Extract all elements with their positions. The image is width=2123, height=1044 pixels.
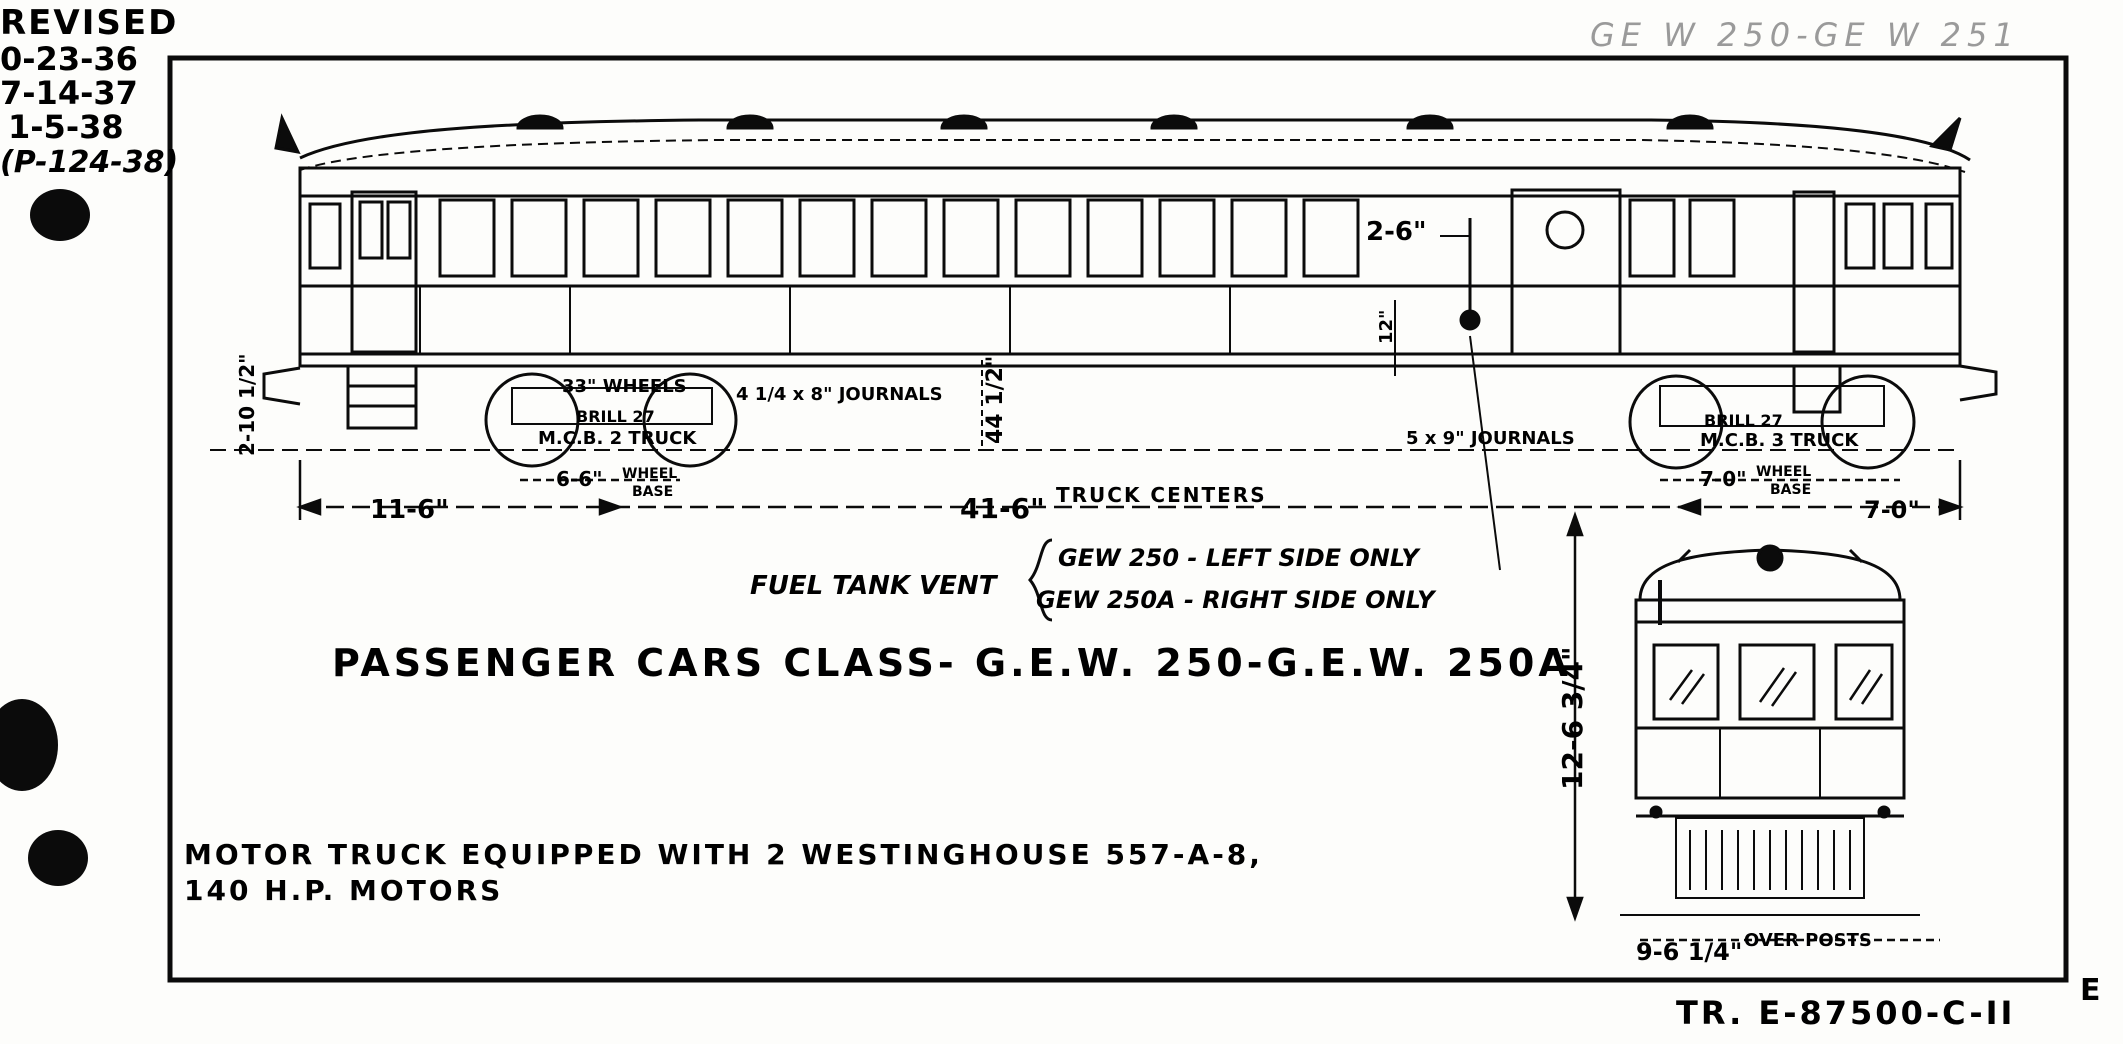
fuel-tank-vent-line-2: GEW 250A - RIGHT SIDE ONLY <box>1036 586 1437 614</box>
revision-date-1: 0-23-36 <box>0 40 138 78</box>
end-elevation-drawing <box>1620 544 1920 916</box>
dim-right-end: 7-0" <box>1864 496 1920 524</box>
wheel-base-left-2: BASE <box>632 484 673 500</box>
journals-right: 5 x 9" JOURNALS <box>1406 428 1575 449</box>
truck-right-line-2: M.C.B. 3 TRUCK <box>1700 430 1859 451</box>
fuel-tank-vent-label: FUEL TANK VENT <box>750 571 999 601</box>
end-width-label: OVER POSTS <box>1744 930 1872 951</box>
fuel-vent-brace <box>1028 538 1053 622</box>
wheel-base-left-1: WHEEL <box>622 466 677 482</box>
drawing-number: TR. E-87500-C-II <box>1676 994 2015 1032</box>
dim-small: 12" <box>1376 310 1397 344</box>
wheel-base-right-2: BASE <box>1770 482 1811 498</box>
drawing-border <box>167 55 2069 983</box>
dim-wheelbase-right: 7-0" <box>1700 467 1747 491</box>
truck-left-line-1: BRILL 27 <box>576 407 655 426</box>
drawing-title: PASSENGER CARS CLASS- G.E.W. 250-G.E.W. … <box>332 641 1572 685</box>
dim-end-overhang: 11-6" <box>370 495 449 525</box>
fuel-tank-vent-line-1: GEW 250 - LEFT SIDE ONLY <box>1058 544 1421 572</box>
side-dimension-lines <box>296 460 1964 942</box>
end-height-dim: 12-6 3/4" <box>1556 646 1589 790</box>
revision-date-4: (P-124-38) <box>0 145 178 180</box>
motor-note-line-1: MOTOR TRUCK EQUIPPED WITH 2 WESTINGHOUSE… <box>184 838 1263 871</box>
revision-date-3: 1-5-38 <box>8 108 124 146</box>
journals-left: 4 1/4 x 8" JOURNALS <box>736 384 943 405</box>
corner-letter: E <box>2080 973 2101 1008</box>
dim-coupler-height: 2-10 1/2" <box>235 353 259 456</box>
dim-wheelbase-left: 6-6" <box>556 467 603 491</box>
side-elevation-drawing <box>210 113 1998 571</box>
header-stamp: GE W 250-GE W 251 <box>1590 16 2020 54</box>
truck-right-line-1: BRILL 27 <box>1704 411 1783 430</box>
motor-note-line-2: 140 H.P. MOTORS <box>184 874 503 907</box>
dim-door-width: 2-6" <box>1366 217 1427 247</box>
dim-floor-height: 44 1/2" <box>983 356 1008 444</box>
truck-left-line-2: M.C.B. 2 TRUCK <box>538 428 697 449</box>
truck-centers-label: TRUCK CENTERS <box>1056 483 1267 507</box>
wheel-base-right-1: WHEEL <box>1756 464 1811 480</box>
revision-heading: REVISED <box>0 3 178 43</box>
punch-holes <box>0 189 90 886</box>
dim-truck-centers: 41-6" <box>960 492 1045 525</box>
end-width-dim: 9-6 1/4" <box>1636 938 1742 966</box>
wheels-label: 33" WHEELS <box>562 376 687 397</box>
revision-date-2: 7-14-37 <box>0 74 138 112</box>
